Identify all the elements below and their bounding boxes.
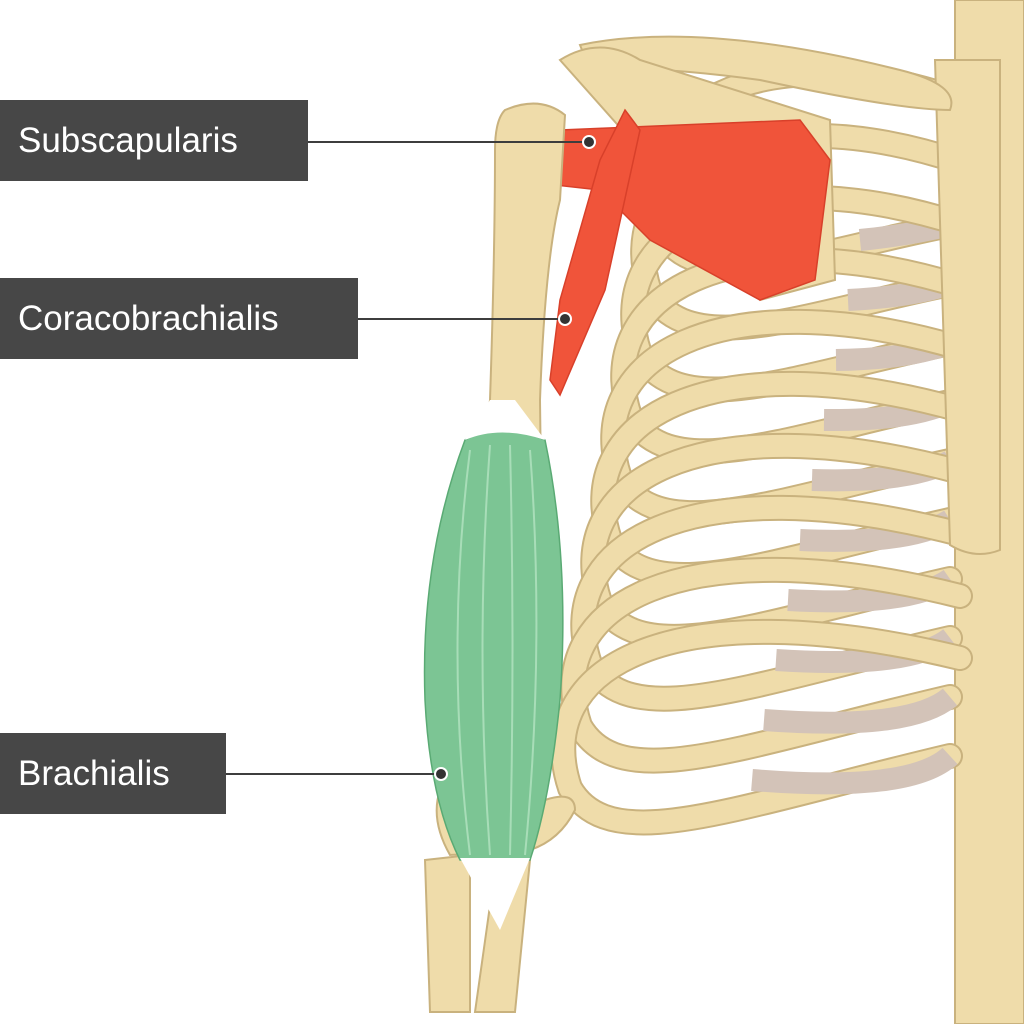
clavicle	[578, 35, 953, 112]
leader-line-subscapularis	[308, 141, 588, 143]
label-text: Subscapularis	[18, 120, 238, 160]
rib	[552, 620, 971, 834]
costal-cartilage	[763, 688, 958, 734]
label-text: Coracobrachialis	[18, 298, 279, 338]
pointer-dot-brachialis	[434, 767, 448, 781]
coracobrachialis-muscle	[549, 108, 641, 397]
brachialis-fibers	[456, 444, 538, 856]
sternum	[933, 59, 1001, 555]
leader-line-coracobrachialis	[358, 318, 564, 320]
brachialis-lower-tendon	[460, 858, 530, 930]
label-text: Brachialis	[18, 753, 170, 793]
leader-line-brachialis	[226, 773, 438, 775]
costal-cartilage	[751, 747, 958, 795]
pointer-dot-subscapularis	[582, 135, 596, 149]
label-coracobrachialis: Coracobrachialis	[0, 278, 358, 359]
brachialis-upper-tendon	[465, 400, 545, 440]
brachialis-muscle	[423, 429, 564, 861]
label-subscapularis: Subscapularis	[0, 100, 308, 181]
label-brachialis: Brachialis	[0, 733, 226, 814]
pointer-dot-coracobrachialis	[558, 312, 572, 326]
